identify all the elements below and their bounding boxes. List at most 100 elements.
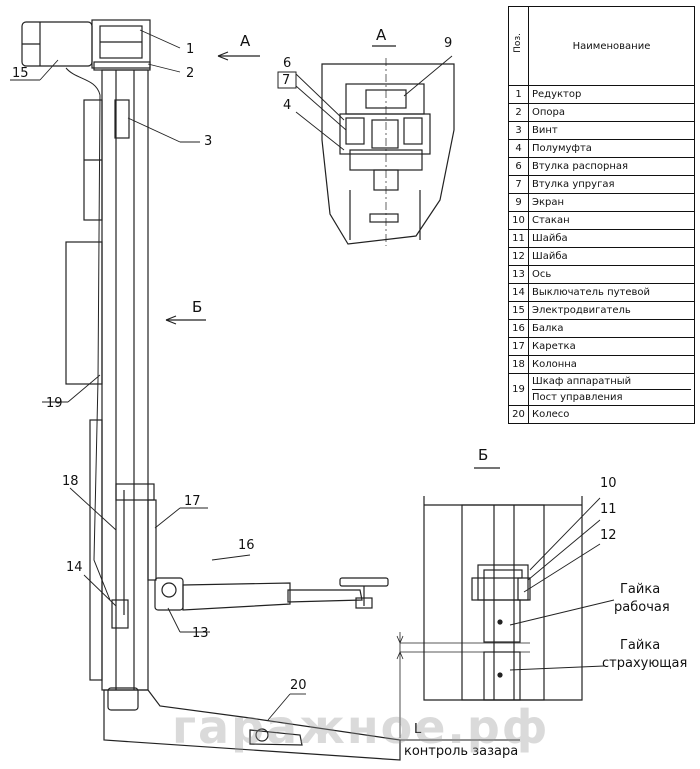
- callout-19: 19: [46, 396, 63, 411]
- row-name-line-1: Шкаф аппаратный: [532, 375, 691, 390]
- row-name: Колонна: [528, 355, 695, 374]
- row-pos: 2: [508, 103, 529, 122]
- section-b-title: Б: [478, 446, 489, 464]
- carriage-17: [89, 419, 157, 681]
- row-name: Электродвигатель: [528, 301, 695, 320]
- callout-20: 20: [290, 678, 307, 693]
- row-name: Ось: [528, 265, 695, 284]
- row-name: Винт: [528, 121, 695, 140]
- view-a-arrow-label: А: [240, 32, 251, 50]
- row-pos: 6: [508, 157, 529, 176]
- header-pos-text: Поз.: [513, 33, 523, 53]
- row-name: Каретка: [528, 337, 695, 356]
- motor-15: [21, 21, 93, 67]
- row-pos: 10: [508, 211, 529, 230]
- row-pos: 13: [508, 265, 529, 284]
- callout-4: 4: [283, 98, 292, 113]
- section-b-view: [396, 467, 615, 741]
- row-pos: 9: [508, 193, 529, 212]
- section-a-title: А: [376, 26, 387, 44]
- limit-switch-14: [111, 599, 129, 629]
- nut-safety-label-1: Гайка: [620, 638, 661, 653]
- cable: [65, 67, 111, 601]
- cabinet-19: [65, 99, 103, 385]
- row-name: Колесо: [528, 405, 695, 424]
- nut-working-label-1: Гайка: [620, 582, 661, 597]
- row-name: Экран: [528, 193, 695, 212]
- row-name: Шайба: [528, 229, 695, 248]
- watermark: гаражное.рф: [172, 700, 550, 754]
- row-name: Стакан: [528, 211, 695, 230]
- callout-11: 11: [600, 502, 617, 517]
- nut-working-label-2: рабочая: [614, 600, 670, 615]
- callout-13: 13: [192, 626, 209, 641]
- leader-lines-left: [10, 29, 306, 721]
- row-pos: 14: [508, 283, 529, 302]
- view-arrow-b: [165, 315, 206, 325]
- row-pos: 7: [508, 175, 529, 194]
- row-pos: 17: [508, 337, 529, 356]
- row-pos: 18: [508, 355, 529, 374]
- row-name: Втулка упругая: [528, 175, 695, 194]
- row-pos: 3: [508, 121, 529, 140]
- row-pos: 15: [508, 301, 529, 320]
- row-name: Шайба: [528, 247, 695, 266]
- callout-9: 9: [444, 36, 453, 51]
- callout-10: 10: [600, 476, 617, 491]
- header-pos: Поз.: [508, 6, 529, 86]
- row-name-line-2: Пост управления: [532, 392, 623, 403]
- row-pos: 16: [508, 319, 529, 338]
- table-header-row: Поз. Наименование: [508, 6, 695, 86]
- row-name: Балка: [528, 319, 695, 338]
- row-name: Редуктор: [528, 85, 695, 104]
- gap-L-label: L: [414, 722, 422, 737]
- row-name: Втулка распорная: [528, 157, 695, 176]
- callout-6: 6: [283, 56, 292, 71]
- section-a-view: [295, 45, 455, 246]
- callout-15: 15: [12, 66, 29, 81]
- gap-control-label: контроль зазара: [404, 744, 519, 759]
- view-b-arrow-label: Б: [192, 298, 203, 316]
- row-pos: 11: [508, 229, 529, 248]
- callout-14: 14: [66, 560, 83, 575]
- row-name: Выключатель путевой: [528, 283, 695, 302]
- row-pos: 12: [508, 247, 529, 266]
- callout-7: 7: [282, 73, 291, 88]
- callout-1: 1: [186, 42, 195, 57]
- row-pos: 20: [508, 405, 529, 424]
- row-name: Полумуфта: [528, 139, 695, 158]
- callout-2: 2: [186, 66, 195, 81]
- callout-16: 16: [238, 538, 255, 553]
- callout-3: 3: [204, 134, 213, 149]
- row-pos: 1: [508, 85, 529, 104]
- callout-17: 17: [184, 494, 201, 509]
- callout-7-box: [277, 71, 297, 89]
- base-20: [103, 687, 401, 761]
- gearbox-1: [91, 19, 151, 71]
- row-pos: 4: [508, 139, 529, 158]
- row-name: Опора: [528, 103, 695, 122]
- row-pos: 19: [508, 373, 529, 406]
